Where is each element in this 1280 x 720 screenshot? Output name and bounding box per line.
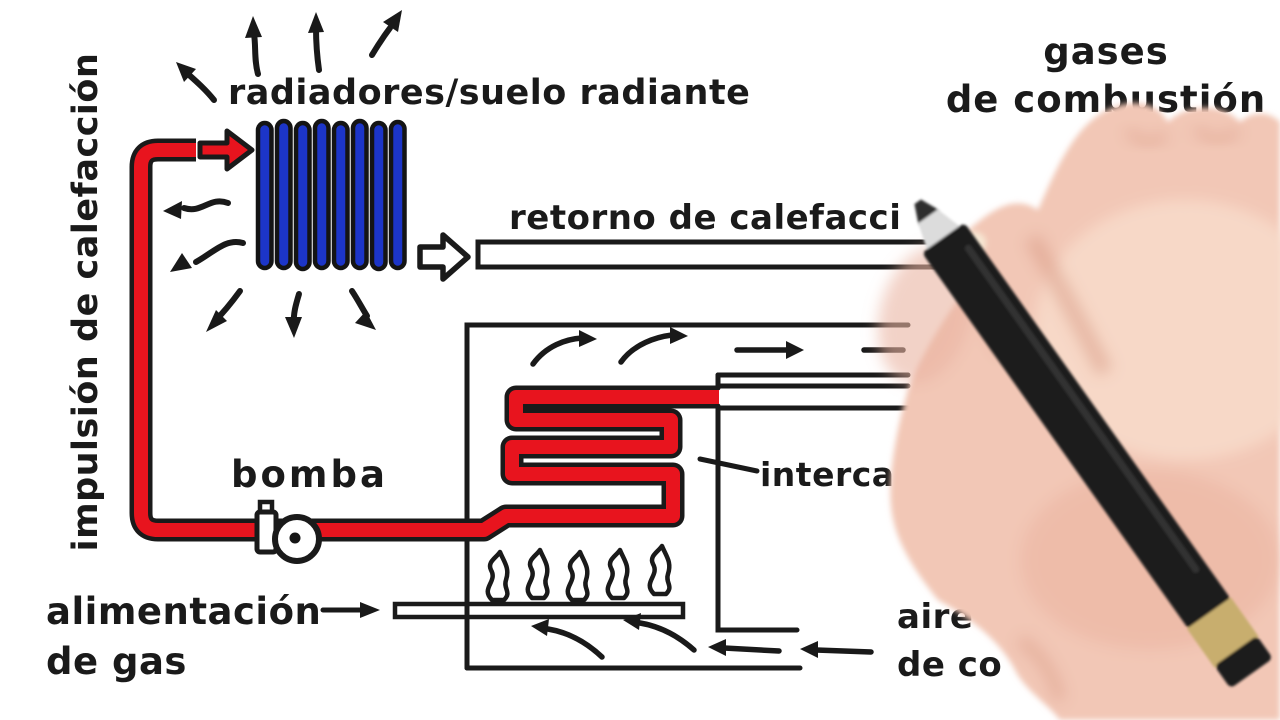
label-gases-line1: gases bbox=[1043, 30, 1169, 73]
combustion-air-arrowheads bbox=[531, 613, 818, 658]
label-radiadores: radiadores/suelo radiante bbox=[228, 73, 750, 113]
label-alimentacion-line1: alimentación bbox=[46, 590, 321, 633]
supply-arrow-icon bbox=[197, 128, 255, 172]
pen-body-sheen bbox=[964, 244, 1200, 573]
gas-feed-arrow bbox=[320, 602, 380, 618]
pen-nib-icon bbox=[914, 199, 940, 226]
label-retorno: retorno de calefacci bbox=[509, 198, 901, 238]
heating-circuit-pipe bbox=[129, 138, 719, 542]
label-aire-line2: de co bbox=[897, 645, 1002, 685]
combustion-air-arrows bbox=[545, 620, 874, 660]
pen-end-cap bbox=[1216, 637, 1271, 687]
finger-crease-1 bbox=[1025, 233, 1113, 376]
burner-flames bbox=[488, 546, 670, 600]
wrist-crease bbox=[1016, 635, 1066, 702]
pen-body bbox=[923, 224, 1230, 628]
radiator bbox=[255, 118, 407, 272]
label-alimentacion-line2: de gas bbox=[46, 640, 187, 683]
inner-wall bbox=[715, 403, 800, 633]
exchanger-pointer-line bbox=[697, 456, 760, 474]
hand-highlight bbox=[1035, 200, 1280, 460]
boiler-body bbox=[464, 322, 911, 671]
pen bbox=[914, 199, 1271, 687]
label-intercambiador: interca bbox=[760, 455, 895, 494]
boiler-outline bbox=[464, 322, 911, 671]
pen-ring-gold bbox=[1186, 597, 1259, 668]
flue-gas-arrows bbox=[530, 332, 906, 367]
return-arrow-icon bbox=[417, 232, 471, 282]
pen-tip-cone bbox=[918, 209, 960, 250]
heat-flow-arrowheads bbox=[163, 10, 402, 338]
label-impulsion: impulsión de calefacción bbox=[66, 53, 106, 552]
flue-gas-arrowheads bbox=[579, 327, 804, 359]
return-pipe bbox=[417, 232, 939, 282]
knuckle-crease-1 bbox=[1124, 126, 1170, 147]
knuckle-crease-2 bbox=[1192, 124, 1242, 144]
label-bomba: bomba bbox=[231, 453, 388, 496]
pump bbox=[254, 499, 322, 564]
